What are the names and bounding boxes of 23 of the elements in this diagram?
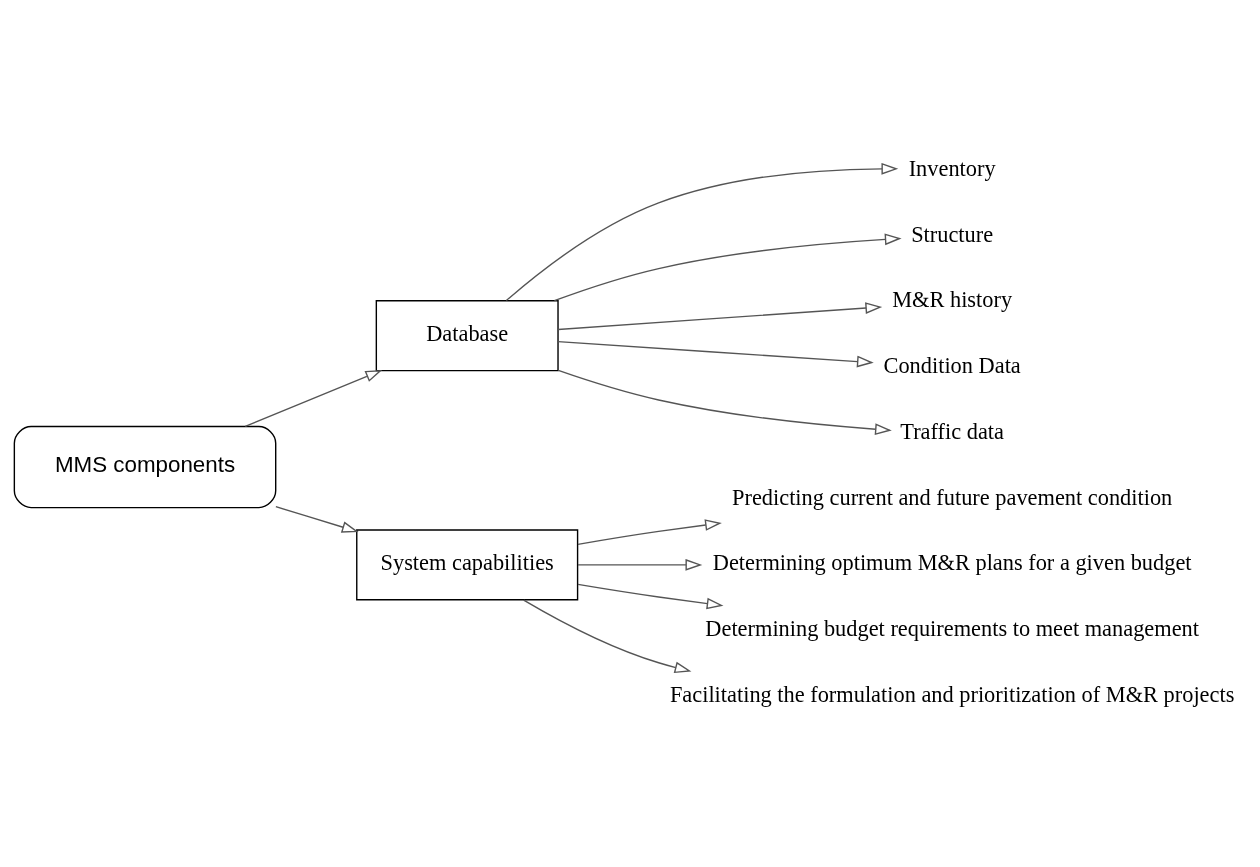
node-text: Structure: [911, 221, 994, 247]
arrow: [523, 599, 692, 674]
node-text: Traffic data: [900, 418, 1004, 444]
arrow: [244, 370, 383, 428]
node-text: Predicting current and future pavement condition: [732, 484, 1173, 510]
arrow: [553, 233, 902, 302]
arrow: [275, 506, 359, 533]
arrow: [557, 369, 892, 436]
arrow: [557, 302, 883, 331]
node-box: Database: [375, 300, 559, 372]
arrow: [557, 340, 874, 368]
arrow: [505, 162, 899, 302]
node-box: MMS components: [13, 425, 277, 509]
node-text: M&R history: [892, 287, 1013, 313]
node-text: Determining budget requirements to meet management: [705, 615, 1199, 641]
node-text: Facilitating the formulation and prioritization of M&R projects: [669, 681, 1235, 707]
node-text: Inventory: [908, 156, 996, 182]
node-text: Determining optimum M&R plans for a given budget: [712, 550, 1192, 576]
arrow: [577, 583, 724, 610]
node-text: Condition Data: [883, 353, 1021, 379]
node-box: System capabilities: [356, 529, 579, 601]
arrow: [577, 559, 703, 571]
arrow: [577, 519, 722, 546]
